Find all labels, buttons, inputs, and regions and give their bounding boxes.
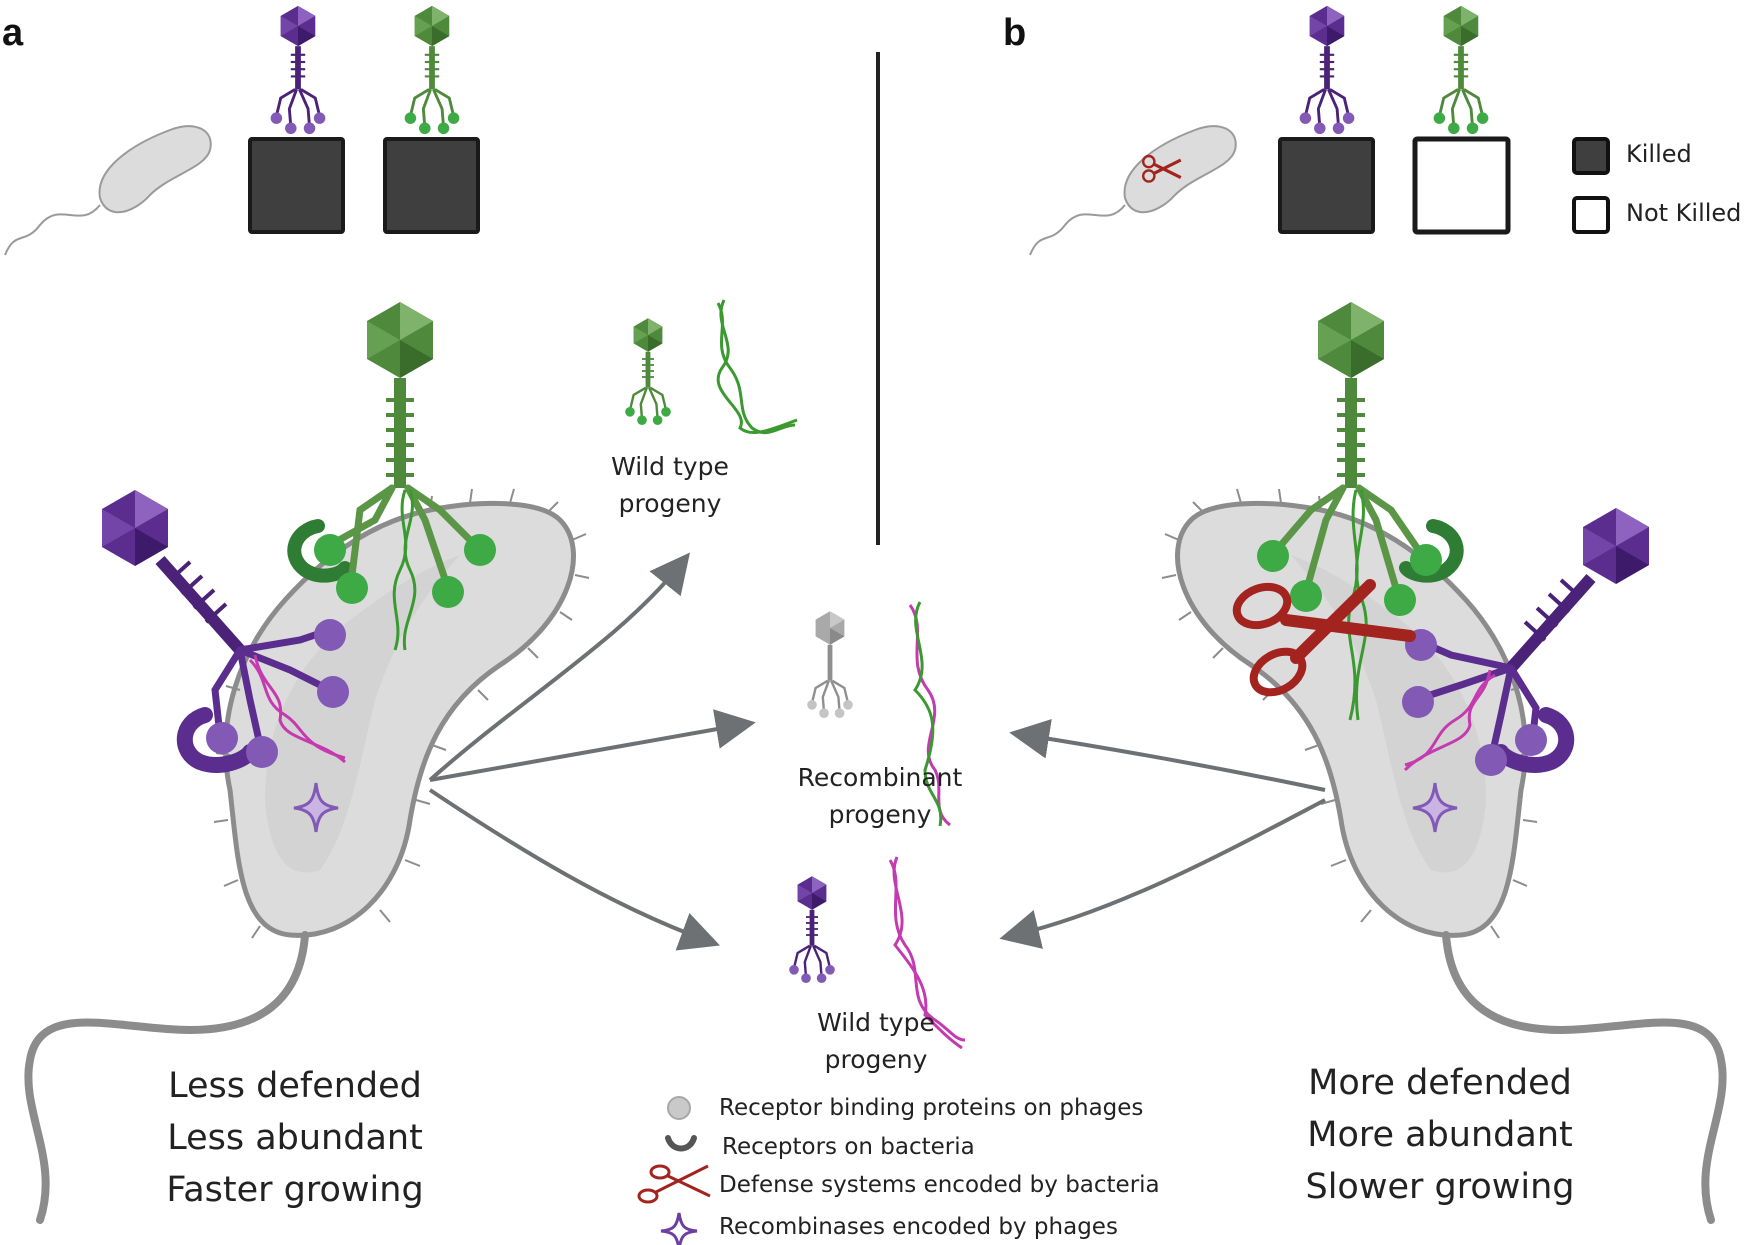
key-killed-label: Killed — [1626, 140, 1692, 168]
trait-b-3: Slower growing — [1305, 1167, 1575, 1207]
trait-a-1: Less defended — [168, 1066, 422, 1106]
trait-a-3: Faster growing — [166, 1170, 424, 1210]
legend-receptor-icon — [665, 1135, 697, 1152]
legend-rbp-label: Receptor binding proteins on phages — [719, 1095, 1144, 1121]
legend-icons — [637, 1096, 711, 1245]
attached-phage-purple-a — [102, 490, 349, 768]
attached-phage-green-b — [1257, 302, 1442, 721]
small-bacterium-b — [1029, 125, 1237, 256]
trait-a-2: Less abundant — [167, 1118, 423, 1158]
legend-recombinases-label: Recombinases encoded by phages — [719, 1214, 1118, 1240]
outcome-box-purple-b — [1278, 137, 1375, 234]
top-phage-purple-b — [1298, 4, 1356, 136]
top-phage-purple-a — [269, 4, 327, 136]
defense-scissors-b — [1232, 579, 1416, 697]
caption-recombinant: Recombinant progeny — [770, 759, 990, 833]
top-phage-green-b — [1432, 4, 1490, 136]
caption-wildtype-green-line1: Wild type — [611, 452, 729, 481]
panel-label-a: a — [2, 12, 24, 54]
small-bacterium-a — [4, 125, 212, 256]
legend-rbp-icon — [667, 1096, 691, 1120]
legend-scissors-icon — [637, 1164, 711, 1204]
outcome-box-green-b — [1412, 136, 1511, 235]
traits-b: More defended More abundant Slower growi… — [1275, 1057, 1605, 1213]
legend-defense-label: Defense systems encoded by bacteria — [719, 1172, 1160, 1198]
caption-wildtype-purple-line2: progeny — [824, 1045, 928, 1074]
outcome-box-purple-a — [248, 137, 345, 234]
arrow-b-to-wildtype-purple — [999, 798, 1326, 949]
arrow-a-to-wildtype-purple — [428, 788, 721, 951]
caption-wildtype-purple-line1: Wild type — [817, 1008, 935, 1037]
traits-a: Less defended Less abundant Faster growi… — [130, 1060, 460, 1216]
arrow-a-to-recombinant — [429, 709, 756, 782]
progeny-recombinant — [806, 601, 951, 827]
panel-a — [4, 4, 756, 1224]
panel-label-b: b — [1003, 12, 1027, 54]
caption-recombinant-line1: Recombinant — [797, 763, 963, 792]
arrow-b-to-recombinant — [1009, 718, 1326, 792]
key-killed-swatch — [1572, 137, 1610, 175]
panel-b — [999, 4, 1727, 1224]
progeny-wildtype-purple — [788, 856, 966, 1050]
legend-receptors-label: Receptors on bacteria — [722, 1134, 975, 1160]
trait-b-1: More defended — [1308, 1063, 1572, 1103]
progeny-wildtype-green — [624, 299, 798, 435]
caption-wildtype-purple: Wild type progeny — [786, 1004, 966, 1078]
top-phage-green-a — [403, 4, 461, 136]
outcome-box-green-a — [383, 137, 480, 234]
attached-phage-green-a — [314, 302, 496, 651]
caption-wildtype-green-line2: progeny — [618, 489, 722, 518]
key-not-killed-label: Not Killed — [1626, 199, 1742, 227]
attached-phage-purple-b — [1402, 508, 1649, 776]
key-not-killed-swatch — [1572, 196, 1610, 234]
caption-wildtype-green: Wild type progeny — [580, 448, 760, 522]
caption-recombinant-line2: progeny — [828, 800, 932, 829]
arrow-a-to-wildtype-green — [428, 552, 691, 782]
large-bacterium-a — [24, 488, 590, 1224]
legend-recombinase-icon — [660, 1212, 698, 1245]
trait-b-2: More abundant — [1307, 1115, 1573, 1155]
